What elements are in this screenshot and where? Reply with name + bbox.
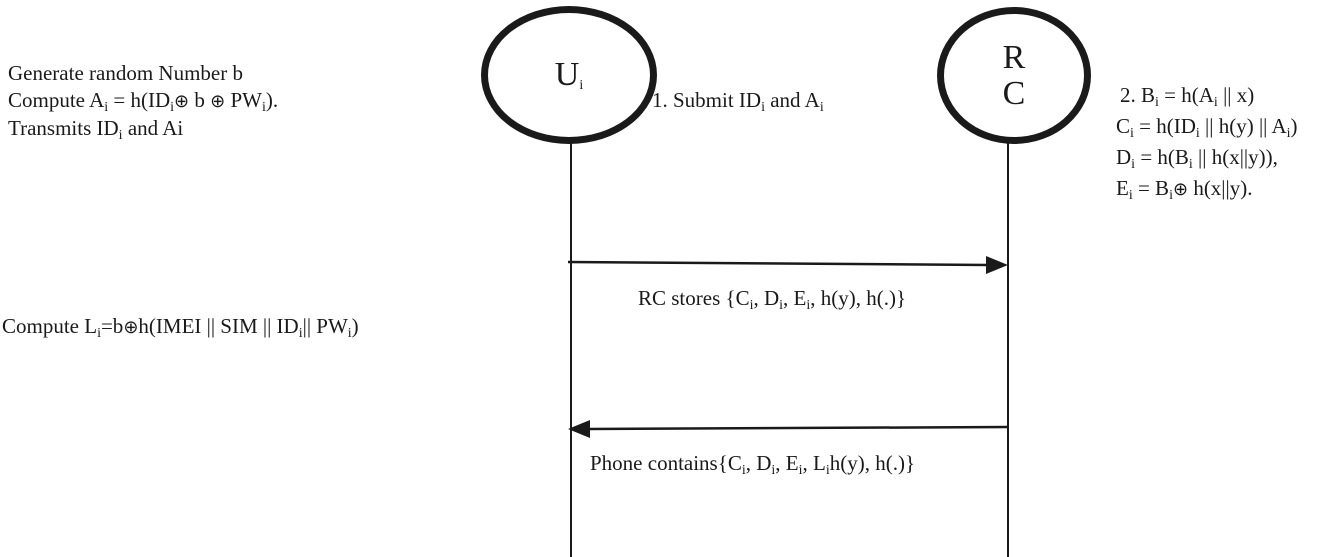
rc-lifeline [1007,140,1009,557]
user-actor-label: Ui [554,56,584,94]
compute-d: Di = h(Bi || h(x||y)), [1116,145,1278,172]
submit-message: 1. Submit IDi and Ai [652,88,824,115]
rc-computations: 2. Bi = h(Ai || x) Ci = h(IDi || h(y) ||… [1116,80,1298,205]
phone-contains-label: Phone contains{Ci, Di, Ei, Lih(y), h(.)} [590,451,916,478]
rc-actor: R C [937,7,1091,144]
transmit-step: Transmits IDi and Ai [8,116,184,143]
user-steps: Generate random Number b Compute Ai = h(… [8,60,279,143]
user-actor: Ui [481,6,657,144]
generate-random-step: Generate random Number b [8,61,243,85]
compute-l-step: Compute Li=b⊕h(IMEI || SIM || IDi|| PWi) [2,314,359,341]
registration-arrow [568,256,1008,274]
compute-b: 2. Bi = h(Ai || x) [1120,83,1255,110]
rc-actor-label: R C [1002,38,1026,112]
user-lifeline [570,142,572,557]
compute-e: Ei = Bi⊕ h(x||y). [1116,176,1253,203]
rc-stores-label: RC stores {Ci, Di, Ei, h(y), h(.)} [638,286,907,313]
compute-c: Ci = h(IDi || h(y) || Ai) [1116,114,1298,141]
phone-arrow [568,420,1009,438]
compute-a-step: Compute Ai = h(IDi⊕ b ⊕ PWi). [8,88,279,115]
